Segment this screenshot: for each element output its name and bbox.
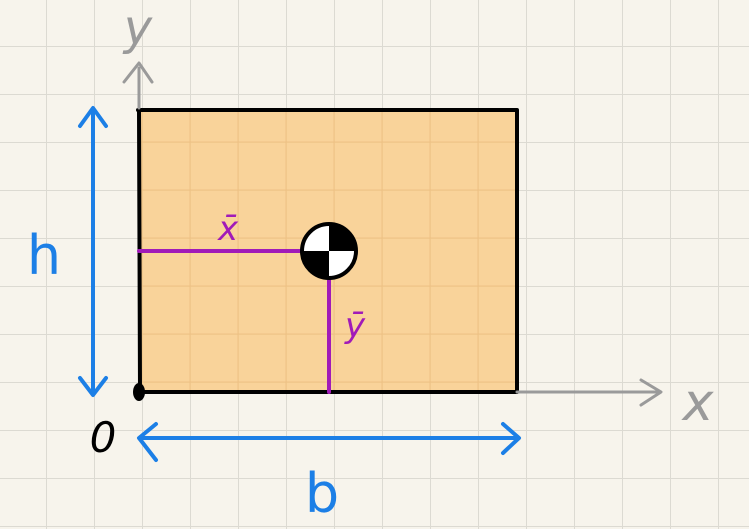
height-dimension-arrow-top xyxy=(78,106,108,128)
y-axis-label: y xyxy=(122,0,153,56)
height-label: h xyxy=(27,224,61,287)
height-dimension-arrow-bottom xyxy=(78,376,108,397)
x-axis-label: x xyxy=(681,373,715,433)
x-axis-arrowhead xyxy=(639,378,663,407)
origin-label: 0 xyxy=(90,413,117,462)
x-bar-label: x̄ xyxy=(217,209,239,249)
origin-dot xyxy=(133,383,145,401)
base-dimension-arrow-right xyxy=(501,422,521,455)
y-axis-arrowhead xyxy=(122,61,154,84)
base-dimension-arrow-left xyxy=(137,422,158,462)
centroid-icon xyxy=(300,222,358,280)
base-label: b xyxy=(305,462,339,524)
y-bar-label: ȳ xyxy=(344,306,366,346)
